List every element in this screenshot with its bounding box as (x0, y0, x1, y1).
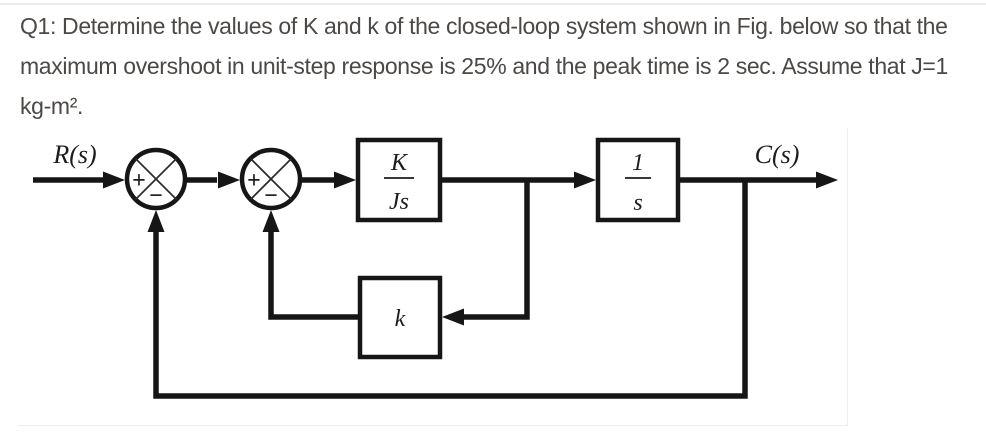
forward-block-numerator: K (390, 150, 409, 176)
forward-integrator-arrowhead-icon (574, 171, 596, 189)
output-signal-label: C(s) (755, 140, 800, 169)
block-diagram-figure: R(s) + − + − K Js (18, 128, 848, 426)
question-line-1: Q1: Determine the values of K and k of t… (20, 13, 948, 39)
inner-feedback-arrowhead-icon (442, 308, 464, 326)
question-line-3: kg-m². (20, 93, 84, 119)
sum1-sum2-arrowhead-icon (218, 171, 240, 189)
feedback-to-sum2-wire (268, 231, 360, 320)
outer-feedback-arrowhead-icon (147, 210, 165, 232)
feedback-to-sum2-arrowhead-icon (262, 210, 280, 232)
outer-feedback-wire (153, 177, 748, 399)
integrator-block-numerator: 1 (632, 150, 644, 176)
sum1-cross-icon (134, 157, 178, 201)
sum1-minus-sign: − (149, 183, 163, 209)
inner-feedback-wire (464, 177, 530, 320)
sum2-minus-sign: − (264, 183, 278, 209)
forward-block-denominator: Js (389, 189, 409, 215)
sum2-cross-icon (249, 157, 293, 201)
integrator-block-denominator: s (633, 190, 642, 216)
question-text: Q1: Determine the values of K and k of t… (20, 6, 986, 126)
sum1-plus-sign: + (132, 168, 146, 194)
block-diagram-svg: R(s) + − + − K Js (33, 137, 838, 399)
question-line-2: maximum overshoot in unit-step response … (20, 53, 948, 79)
input-arrowhead-icon (103, 171, 125, 189)
sum2-plus-sign: + (247, 168, 261, 194)
sum2-forward-arrowhead-icon (334, 171, 356, 189)
output-arrowhead-icon (816, 171, 838, 189)
top-divider (0, 3, 986, 5)
input-signal-label: R(s) (52, 140, 96, 169)
feedback-block-label: k (395, 306, 406, 332)
